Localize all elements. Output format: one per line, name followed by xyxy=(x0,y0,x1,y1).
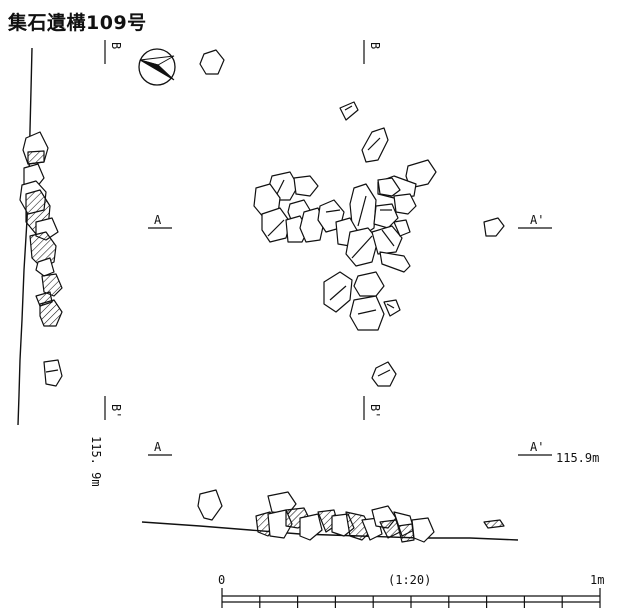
svg-text:A: A xyxy=(154,213,162,227)
section-stones xyxy=(197,489,505,543)
svg-text:B: B xyxy=(368,42,382,49)
north-arrow-icon xyxy=(138,48,176,86)
section-marker-b-bottom: B' xyxy=(104,396,123,420)
svg-text:A': A' xyxy=(530,213,544,227)
isolated-stones xyxy=(199,49,505,387)
section-marker-a-prime: A' xyxy=(518,213,552,229)
svg-text:B': B' xyxy=(109,404,123,418)
svg-text:A': A' xyxy=(530,440,544,454)
svg-text:B: B xyxy=(109,42,123,49)
ground-surface-line xyxy=(141,521,519,541)
svg-text:B': B' xyxy=(368,404,382,418)
section-marker-b-top: B xyxy=(104,40,123,64)
edge-stones xyxy=(19,131,63,387)
scale-ratio-label: (1:20) xyxy=(388,573,431,587)
stone-cluster xyxy=(253,171,417,331)
scale-end-label: 1m xyxy=(590,573,604,587)
pit-edge-line xyxy=(17,47,33,426)
section-marker-b-top-right: B xyxy=(363,40,382,64)
drawing-title: 集石遺構109号 xyxy=(8,12,147,34)
svg-text:A: A xyxy=(154,440,162,454)
section-marker-b-bottom-right: B' xyxy=(363,396,382,420)
scale-start-label: 0 xyxy=(218,573,225,587)
section-marker-a: A xyxy=(148,213,172,229)
section-marker-a-lower: A xyxy=(148,440,172,456)
elevation-label-a: 115.9m xyxy=(556,451,599,465)
elevation-label-b: 115. 9m xyxy=(89,436,103,487)
scale-ticks xyxy=(221,588,601,608)
section-marker-a-prime-lower: A' xyxy=(518,440,552,456)
scale-bar: 0 (1:20) 1m xyxy=(218,573,604,608)
